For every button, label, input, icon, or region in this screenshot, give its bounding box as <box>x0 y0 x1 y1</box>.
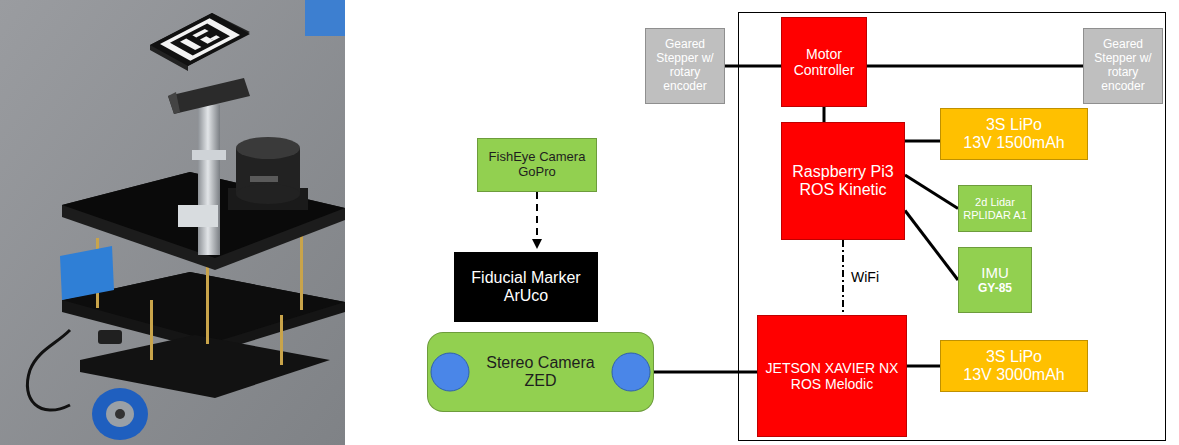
link-label: WiFi <box>849 269 881 286</box>
box-subtitle: ZED <box>525 372 557 390</box>
box-subtitle: GY-85 <box>978 282 1012 296</box>
connector-line <box>536 192 538 248</box>
robot-photo <box>0 0 345 445</box>
box-subtitle: 13V 1500mAh <box>963 134 1064 152</box>
connector-line <box>725 65 781 68</box>
battery-box: 3S LiPo13V 1500mAh <box>940 108 1088 160</box>
computer-box: Raspberry Pi3ROS Kinetic <box>781 122 905 240</box>
box-subtitle: 13V 3000mAh <box>963 366 1064 384</box>
blue-object <box>305 0 345 36</box>
connector-line <box>905 175 958 208</box>
box-title: Geared Stepper w/ rotary encoder <box>1088 38 1158 93</box>
stereo-camera-box: Stereo CameraZED <box>427 332 654 412</box>
battery-box: 3S LiPo13V 3000mAh <box>940 340 1088 392</box>
box-title: Fiducial Marker <box>471 269 580 287</box>
connector-line <box>907 365 940 368</box>
stepper-motor-box: Geared Stepper w/ rotary encoder <box>645 28 725 104</box>
connector-line <box>823 107 826 122</box>
box-title: Motor Controller <box>786 46 862 78</box>
box-subtitle: RPLIDAR A1 <box>963 209 1027 222</box>
box-subtitle: ArUco <box>504 287 548 305</box>
connector-line <box>867 65 1083 68</box>
stepper-motor-box: Geared Stepper w/ rotary encoder <box>1083 28 1163 104</box>
box-title: 3S LiPo <box>986 348 1042 366</box>
box-title: FishEye Camera <box>489 150 586 165</box>
marker-box: Fiducial MarkerArUco <box>454 252 598 322</box>
box-title: 3S LiPo <box>986 116 1042 134</box>
controller-box: Motor Controller <box>781 17 867 107</box>
box-title: 2d Lidar <box>975 196 1015 209</box>
box-subtitle: ROS Kinetic <box>799 181 886 199</box>
sensor-box: 2d LidarRPLIDAR A1 <box>958 185 1032 232</box>
camera-mast <box>168 78 250 255</box>
fiducial-marker-plate <box>150 13 250 71</box>
sensor-box: IMUGY-85 <box>958 247 1032 313</box>
camera-lens <box>431 353 469 391</box>
robot-chassis <box>27 172 345 440</box>
camera-lens <box>612 353 650 391</box>
system-boundary <box>739 13 1166 441</box>
carpet-ground <box>0 0 345 445</box>
connector-line <box>905 140 940 143</box>
connector-line <box>905 211 958 281</box>
lidar-sensor <box>228 137 308 210</box>
connector-line <box>654 371 757 374</box>
box-title: Geared Stepper w/ rotary encoder <box>650 38 720 93</box>
box-title: Stereo Camera <box>486 354 595 372</box>
box-subtitle: ROS Melodic <box>791 376 873 392</box>
box-title: Raspberry Pi3 <box>792 163 893 181</box>
box-subtitle: GoPro <box>518 165 556 180</box>
box-title: IMU <box>981 264 1009 281</box>
camera-box: FishEye CameraGoPro <box>477 138 597 192</box>
connector-line <box>842 240 844 315</box>
box-title: JETSON XAVIER NX <box>766 360 899 376</box>
computer-box: JETSON XAVIER NXROS Melodic <box>757 315 907 437</box>
